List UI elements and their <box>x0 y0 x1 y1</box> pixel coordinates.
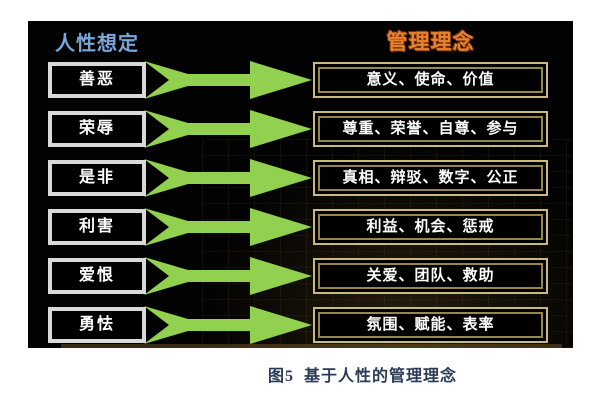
concept-box: 真相、辩驳、数字、公正 <box>313 160 548 196</box>
mapping-row: 是非 真相、辩驳、数字、公正 <box>28 159 573 197</box>
mapping-row: 荣辱 尊重、荣誉、自尊、参与 <box>28 110 573 148</box>
right-arrow-icon <box>144 110 312 148</box>
concept-box: 利益、机会、惩戒 <box>313 209 548 245</box>
right-arrow-icon <box>144 306 312 344</box>
figure-caption: 图5 基于人性的管理理念 <box>268 368 458 385</box>
trait-box: 善恶 <box>48 62 146 98</box>
concept-box: 意义、使命、价值 <box>313 62 548 98</box>
trait-box: 是非 <box>48 160 146 196</box>
mapping-row: 爱恨 关爱、团队、救助 <box>28 257 573 295</box>
mapping-row: 善恶 意义、使命、价值 <box>28 61 573 99</box>
right-arrow-icon <box>144 61 312 99</box>
mapping-row: 利害 利益、机会、惩戒 <box>28 208 573 246</box>
concept-box: 尊重、荣誉、自尊、参与 <box>313 111 548 147</box>
trait-box: 勇怯 <box>48 307 146 343</box>
right-arrow-icon <box>144 159 312 197</box>
concept-box: 氛围、赋能、表率 <box>313 307 548 343</box>
right-column-header: 管理理念 <box>386 31 475 54</box>
trait-box: 荣辱 <box>48 111 146 147</box>
slide-panel: 人性想定 管理理念 善恶 意义、使命、价值 荣辱 尊重、荣誉、自尊、参与 是非 … <box>28 21 573 348</box>
right-arrow-icon <box>144 257 312 295</box>
mapping-row: 勇怯 氛围、赋能、表率 <box>28 306 573 344</box>
trait-box: 爱恨 <box>48 258 146 294</box>
trait-box: 利害 <box>48 209 146 245</box>
right-arrow-icon <box>144 208 312 246</box>
concept-box: 关爱、团队、救助 <box>313 258 548 294</box>
left-column-header: 人性想定 <box>55 33 139 55</box>
